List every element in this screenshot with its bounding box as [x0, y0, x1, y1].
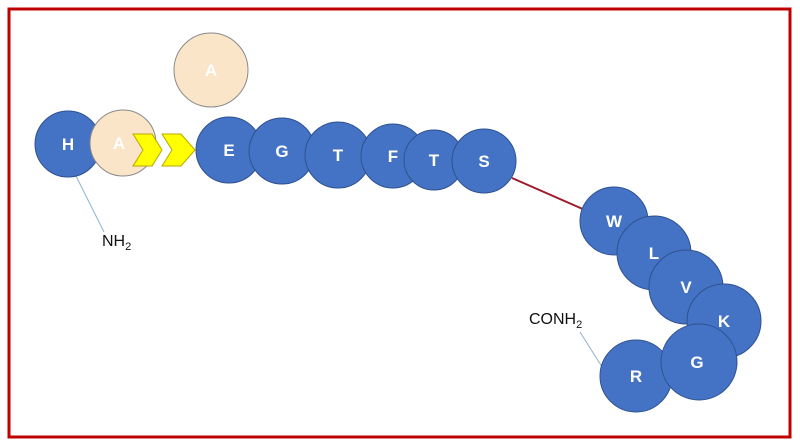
free-residue-circle: [173, 32, 249, 108]
n-terminus-leader-line: [73, 171, 105, 233]
residue-label-t2: T: [429, 151, 440, 170]
residue-label-g2: G: [690, 353, 703, 372]
n-terminus-label: NH2: [102, 233, 131, 253]
residue-label-v: V: [680, 278, 692, 297]
residue-label-r: R: [630, 367, 642, 386]
linker-line: [511, 177, 586, 211]
residue-label-e: E: [223, 141, 234, 160]
residue-label-f: F: [388, 147, 398, 166]
c-terminus-leader-line: [579, 331, 605, 371]
c-terminus-label: CONH2: [529, 311, 582, 331]
cleavage-arrow-icon: [161, 133, 196, 167]
residue-label-h: H: [62, 135, 74, 154]
segment-2: W L V R K G: [579, 186, 762, 413]
cleavage-arrow-icon: [132, 133, 163, 167]
free-residue-label: A: [205, 61, 217, 80]
residue-label-l: L: [649, 244, 659, 263]
segment-1: H A E G T F T S: [34, 109, 517, 194]
residue-label-k: K: [718, 312, 731, 331]
residue-circle-s: [451, 128, 517, 194]
residue-label-w: W: [606, 212, 623, 231]
residue-circle-g2: [660, 323, 738, 401]
residue-label-g: G: [275, 142, 288, 161]
substituted-residue-label: A: [113, 134, 125, 153]
residue-label-s: S: [478, 152, 489, 171]
residue-label-t: T: [333, 146, 344, 165]
